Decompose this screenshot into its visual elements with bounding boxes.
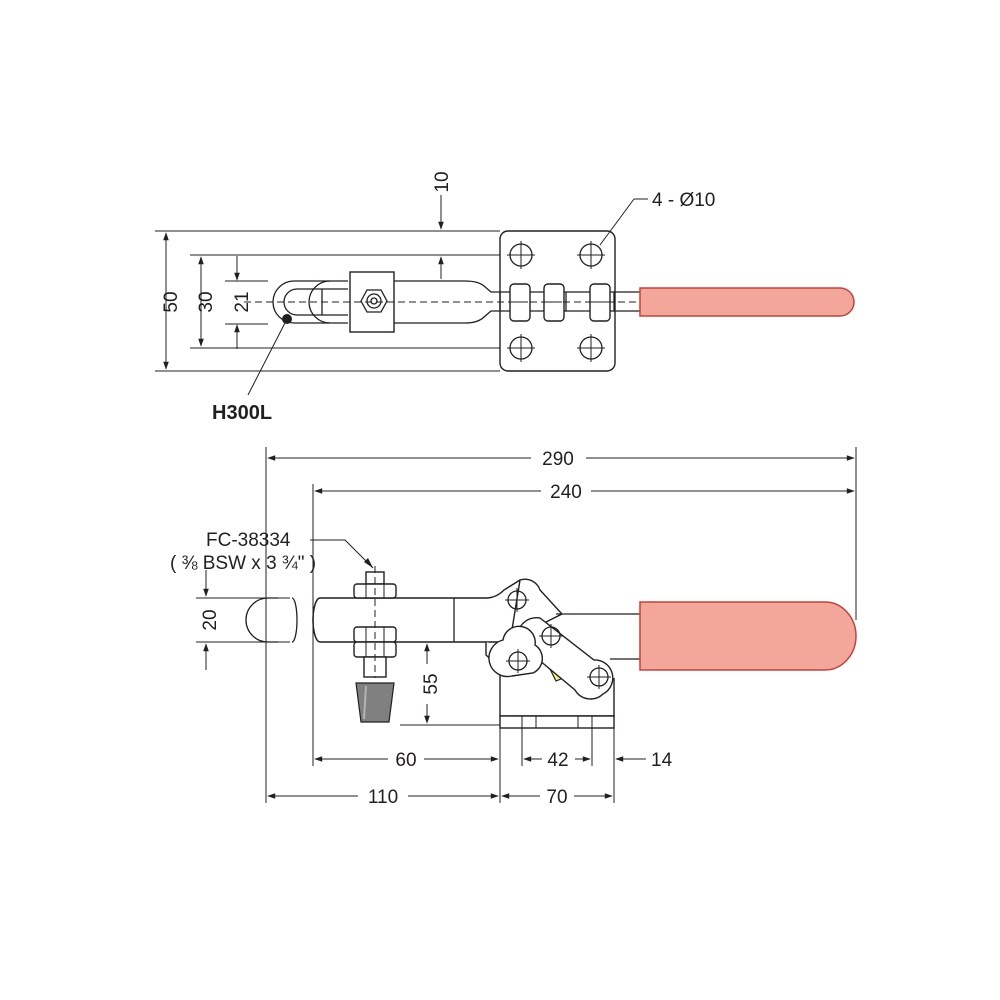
- spindle-tip: [355, 682, 395, 723]
- top-spindle-nut: [360, 289, 388, 313]
- top-arm-upper-edge: [394, 280, 640, 293]
- model-label: H300L: [212, 402, 272, 424]
- dim-hole-spacing-label: 42: [547, 750, 568, 771]
- dim-top-offset-label: 10: [432, 171, 453, 192]
- dim-overall-length-label: 290: [542, 449, 574, 470]
- dim-inner-width-label: 30: [196, 291, 217, 312]
- top-handle-grip: [639, 287, 855, 317]
- clamp-bar: [312, 579, 539, 643]
- holes-label: 4 - Ø10: [652, 190, 715, 211]
- model-leader-line: [247, 318, 288, 396]
- top-view: 50 30 21 10: [155, 171, 855, 424]
- holes-leader-line: [599, 198, 635, 246]
- dim-spindle-pos-label: 60: [395, 750, 416, 771]
- top-pivot-pins: [509, 283, 611, 322]
- spindle-spec-label: ( ⅜ BSW x 3 ¾" ): [170, 553, 316, 574]
- dim-base-height-label: 50: [161, 291, 182, 312]
- dim-hole-offset-label: 14: [651, 750, 673, 771]
- dim-reach-label: 110: [368, 787, 398, 808]
- dim-bar-thickness-label: 20: [200, 609, 221, 630]
- top-arm-lower-edge: [394, 310, 640, 324]
- dim-arm-length-label: 240: [550, 482, 582, 503]
- dim-arm-width-label: 21: [232, 291, 253, 312]
- bar-stub-left: [245, 597, 278, 643]
- side-base-plate: [499, 715, 615, 729]
- spindle: [353, 566, 397, 678]
- top-mount-holes: [507, 241, 605, 362]
- side-view: 290 240 20 55 60 42 14 110 70: [170, 447, 857, 808]
- side-handle-grip: [639, 601, 857, 671]
- bar-stub-right: [291, 597, 298, 643]
- spindle-leader-line: [310, 539, 374, 569]
- dim-base-length-label: 70: [546, 787, 567, 808]
- top-arm-loop: [308, 280, 331, 324]
- spindle-label: FC-38334: [206, 530, 291, 551]
- pivot-link-lower: [488, 625, 544, 678]
- dim-height-label: 55: [421, 673, 442, 694]
- side-pivot-holes: [505, 588, 611, 689]
